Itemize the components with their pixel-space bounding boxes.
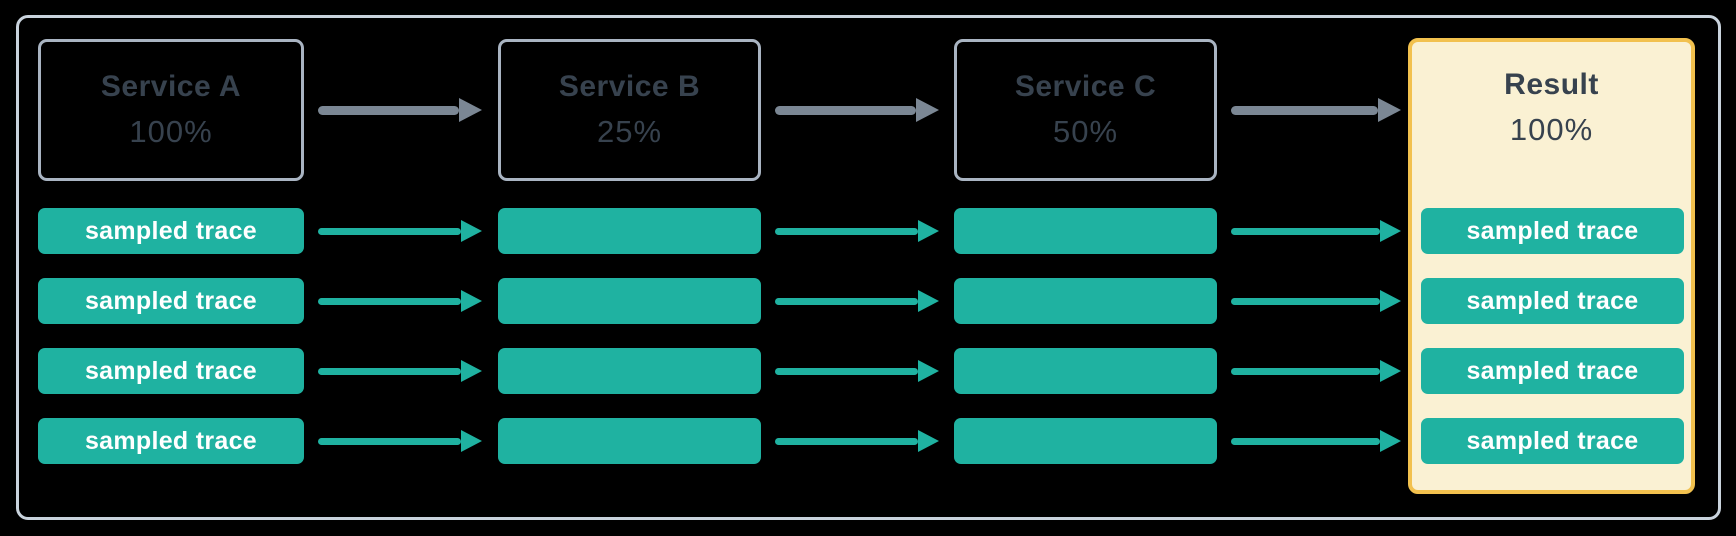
arrow-shaft — [775, 437, 918, 445]
trace-bar — [954, 278, 1217, 324]
result-title: Result — [1504, 68, 1599, 101]
arrow-right-icon — [318, 429, 482, 453]
arrow-shaft — [1231, 297, 1380, 305]
arrow-head — [461, 360, 482, 382]
arrow-right-icon — [1231, 219, 1401, 243]
arrow-head — [1380, 220, 1401, 242]
arrow-right-icon — [775, 429, 939, 453]
arrow-shaft — [1231, 437, 1380, 445]
sampled-trace-bar: sampled trace — [1421, 208, 1684, 254]
sampled-trace-bar: sampled trace — [1421, 278, 1684, 324]
arrow-right-icon — [1231, 98, 1401, 122]
arrow-shaft — [318, 105, 459, 115]
sampling-rate: 100% — [129, 114, 213, 149]
arrow-head — [918, 430, 939, 452]
trace-label: sampled trace — [1466, 286, 1639, 315]
arrow-shaft — [1231, 227, 1380, 235]
arrow-head — [916, 98, 939, 122]
arrow-right-icon — [1231, 429, 1401, 453]
trace-label: sampled trace — [84, 356, 258, 385]
trace-bar — [954, 418, 1217, 464]
arrow-right-icon — [775, 289, 939, 313]
service-a-box: Service A 100% — [38, 39, 304, 181]
sampled-trace-bar: sampled trace — [38, 348, 304, 394]
arrow-shaft — [775, 297, 918, 305]
service-b-box: Service B 25% — [498, 39, 761, 181]
arrow-head — [1380, 430, 1401, 452]
trace-label: sampled trace — [84, 216, 258, 245]
trace-label: sampled trace — [1466, 216, 1639, 245]
service-name: Service A — [100, 70, 242, 103]
trace-label: sampled trace — [84, 426, 258, 455]
arrow-right-icon — [775, 98, 939, 122]
trace-label: sampled trace — [1466, 356, 1639, 385]
arrow-shaft — [318, 367, 461, 375]
arrow-head — [918, 360, 939, 382]
trace-bar — [498, 418, 761, 464]
arrow-shaft — [1231, 367, 1380, 375]
result-rate: 100% — [1509, 112, 1594, 147]
arrow-shaft — [318, 227, 461, 235]
arrow-shaft — [318, 297, 461, 305]
arrow-head — [918, 220, 939, 242]
trace-bar — [498, 208, 761, 254]
sampled-trace-bar: sampled trace — [38, 278, 304, 324]
trace-bar — [954, 348, 1217, 394]
arrow-head — [461, 290, 482, 312]
arrow-head — [918, 290, 939, 312]
arrow-shaft — [775, 105, 916, 115]
arrow-head — [459, 98, 482, 122]
arrow-right-icon — [318, 359, 482, 383]
arrow-shaft — [775, 227, 918, 235]
arrow-right-icon — [775, 359, 939, 383]
sampled-trace-bar: sampled trace — [38, 208, 304, 254]
trace-label: sampled trace — [84, 286, 258, 315]
arrow-right-icon — [318, 289, 482, 313]
sampled-trace-bar: sampled trace — [38, 418, 304, 464]
diagram-frame — [16, 15, 1721, 520]
arrow-right-icon — [1231, 289, 1401, 313]
arrow-right-icon — [1231, 359, 1401, 383]
arrow-head — [1380, 290, 1401, 312]
sampled-trace-bar: sampled trace — [1421, 418, 1684, 464]
trace-label: sampled trace — [1466, 426, 1639, 455]
trace-bar — [498, 278, 761, 324]
arrow-right-icon — [318, 98, 482, 122]
arrow-shaft — [318, 437, 461, 445]
sampling-rate: 50% — [1052, 114, 1119, 149]
arrow-right-icon — [775, 219, 939, 243]
trace-bar — [954, 208, 1217, 254]
service-name: Service C — [1014, 70, 1157, 103]
trace-bar — [498, 348, 761, 394]
service-name: Service B — [558, 70, 701, 103]
arrow-head — [1378, 98, 1401, 122]
sampled-trace-bar: sampled trace — [1421, 348, 1684, 394]
arrow-shaft — [775, 367, 918, 375]
service-c-box: Service C 50% — [954, 39, 1217, 181]
sampling-rate: 25% — [596, 114, 663, 149]
arrow-right-icon — [318, 219, 482, 243]
arrow-head — [461, 430, 482, 452]
arrow-shaft — [1231, 105, 1378, 115]
arrow-head — [461, 220, 482, 242]
arrow-head — [1380, 360, 1401, 382]
